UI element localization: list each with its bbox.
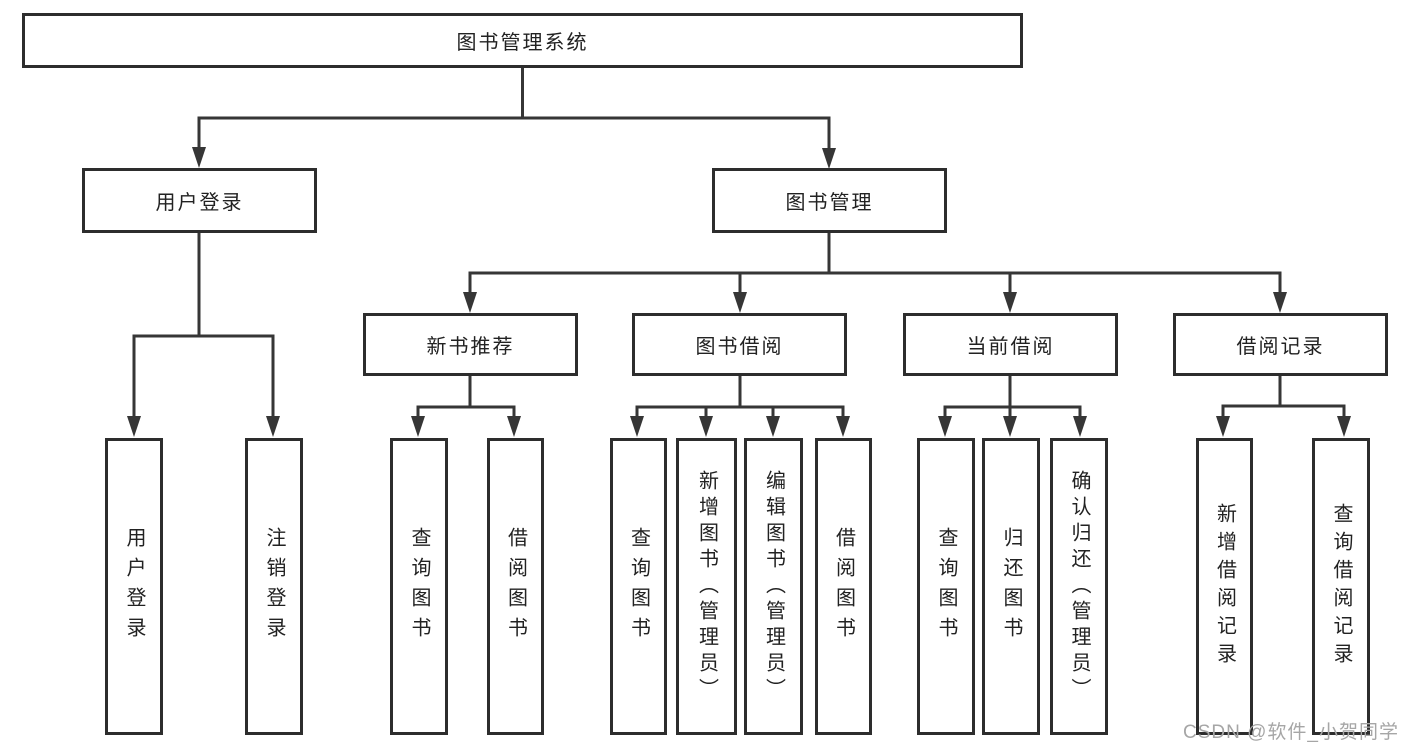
leaf-borrow-books: 借阅图书	[815, 438, 872, 735]
leaf-query-borrow-record: 查询借阅记录	[1312, 438, 1370, 735]
node-user-login: 用户登录	[82, 168, 317, 233]
node-borrowing-records: 借阅记录	[1173, 313, 1388, 376]
leaf-query-books-borrow: 查询图书	[610, 438, 667, 735]
node-current-borrowing: 当前借阅	[903, 313, 1118, 376]
leaf-borrow-books-recommend: 借阅图书	[487, 438, 544, 735]
node-library-management-system: 图书管理系统	[22, 13, 1023, 68]
csdn-watermark: CSDN @软件_小贺同学	[1183, 722, 1399, 743]
leaf-return-books: 归还图书	[982, 438, 1040, 735]
leaf-query-books-current: 查询图书	[917, 438, 975, 735]
leaf-user-login: 用户登录	[105, 438, 163, 735]
leaf-add-book-admin: 新增图书（管理员）	[676, 438, 737, 735]
node-book-management: 图书管理	[712, 168, 947, 233]
node-book-borrowing: 图书借阅	[632, 313, 847, 376]
leaf-edit-book-admin: 编辑图书（管理员）	[744, 438, 803, 735]
leaf-query-books-recommend: 查询图书	[390, 438, 448, 735]
node-new-book-recommendation: 新书推荐	[363, 313, 578, 376]
leaf-add-borrow-record: 新增借阅记录	[1196, 438, 1253, 735]
leaf-logout: 注销登录	[245, 438, 303, 735]
leaf-confirm-return-admin: 确认归还（管理员）	[1050, 438, 1108, 735]
